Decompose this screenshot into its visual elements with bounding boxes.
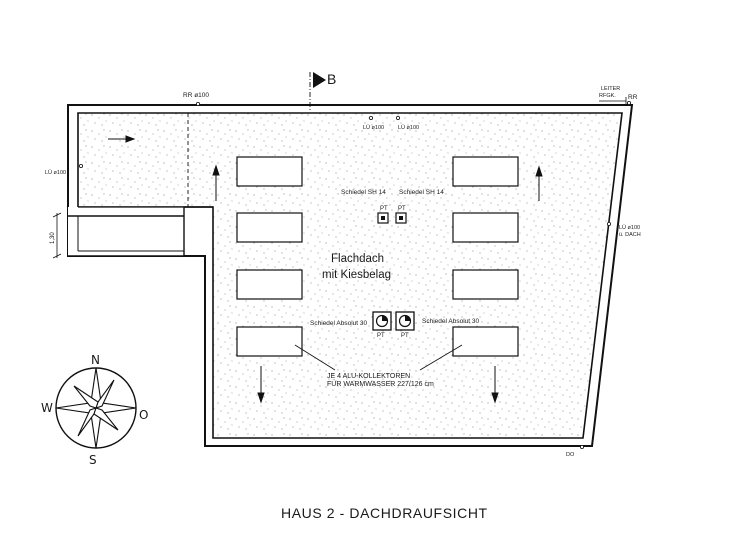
compass-north-label: N bbox=[91, 353, 100, 367]
collectors-note-line1: JE 4 ALU-KOLLEKTOREN bbox=[327, 373, 410, 380]
slope-arrow-up-icon bbox=[535, 165, 543, 201]
collector-panel bbox=[236, 156, 303, 187]
rr-label-left: RR ø100 bbox=[183, 92, 209, 99]
pt-label: PT bbox=[380, 206, 388, 212]
compass-west-label: W bbox=[41, 401, 53, 415]
slope-arrows bbox=[108, 135, 543, 404]
schiedel-sh-right-label: Schiedel SH 14 bbox=[399, 189, 444, 196]
lu-label-right: LÜ ø100 bbox=[619, 224, 640, 231]
leiter-label: LEITER bbox=[601, 86, 620, 92]
lu-label-right-sub: ü. DACH bbox=[619, 232, 641, 238]
leiter-rfgk-label: RFGK. bbox=[599, 93, 616, 99]
collector-panel bbox=[452, 212, 519, 243]
slope-arrow-up-icon bbox=[212, 164, 220, 201]
svg-text:B: B bbox=[327, 71, 336, 87]
dimension-marker bbox=[52, 212, 62, 259]
roof-title-line1: Flachdach bbox=[331, 253, 384, 265]
collector-panel bbox=[236, 269, 303, 300]
compass-rose: N S W O bbox=[41, 353, 148, 467]
lu-label-top-b: LÜ ø100 bbox=[398, 124, 419, 131]
lu-label-top-a: LÜ ø100 bbox=[363, 124, 384, 131]
pt-label: PT bbox=[401, 333, 409, 339]
vent-points bbox=[79, 101, 632, 449]
slope-arrow-right-icon bbox=[108, 135, 136, 143]
chimney-absolut30 bbox=[372, 311, 415, 331]
pt-label: PT bbox=[377, 333, 385, 339]
schiedel-abs-left-label: Schiedel Absolut 30 bbox=[310, 320, 367, 327]
ladder-marker bbox=[599, 97, 627, 105]
drawing-caption: HAUS 2 - DACHDRAUFSICHT bbox=[281, 505, 488, 521]
roof-title-line2: mit Kiesbelag bbox=[322, 269, 391, 281]
compass-east-label: O bbox=[139, 408, 148, 422]
compass-star-icon bbox=[55, 367, 137, 449]
rr-label-right: RR bbox=[628, 94, 638, 101]
do-label: DO bbox=[566, 452, 575, 458]
collector-panel bbox=[452, 156, 519, 187]
compass-south-label: S bbox=[89, 453, 97, 467]
lu-label-left: LÜ ø100 bbox=[45, 169, 66, 176]
collectors-note-line2: FÜR WARMWASSER 227/126 cm bbox=[327, 380, 434, 388]
slope-arrow-down-icon bbox=[491, 366, 499, 404]
canopy-overhang bbox=[68, 206, 213, 257]
collector-leader-lines bbox=[294, 344, 463, 371]
pt-label: PT bbox=[398, 206, 406, 212]
slope-arrow-down-icon bbox=[257, 366, 265, 404]
chimney-sh14 bbox=[377, 212, 407, 224]
collector-panel bbox=[452, 269, 519, 300]
collector-panel bbox=[236, 212, 303, 243]
solar-collectors-right bbox=[452, 156, 519, 357]
collector-panel bbox=[452, 326, 519, 357]
solar-collectors-left bbox=[236, 156, 303, 357]
section-marker-b: B bbox=[309, 71, 336, 110]
dimension-label: 1,30 bbox=[50, 232, 56, 244]
collector-panel bbox=[236, 326, 303, 357]
schiedel-abs-right-label: Schiedel Absolut 30 bbox=[422, 318, 479, 325]
schiedel-sh-left-label: Schiedel SH 14 bbox=[341, 189, 386, 196]
